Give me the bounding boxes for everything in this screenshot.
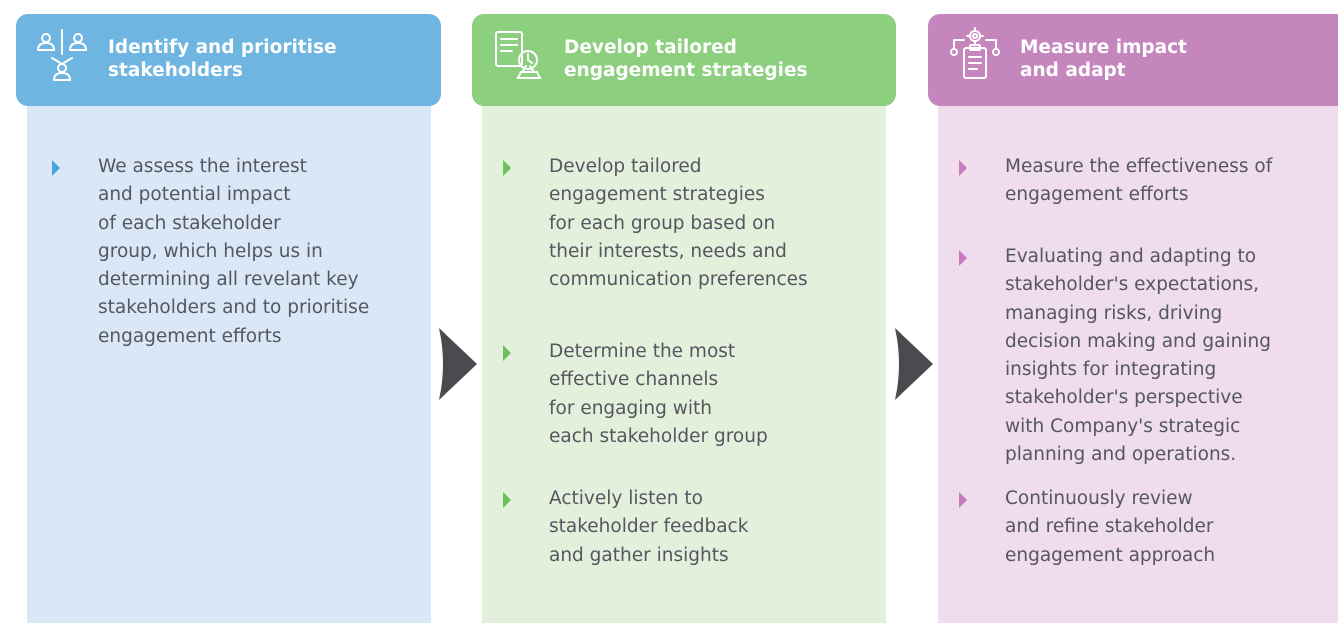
strategy-document-icon bbox=[490, 26, 548, 84]
chevron-right-icon bbox=[437, 328, 477, 400]
bullet-arrow-icon bbox=[503, 492, 511, 508]
item-text: We assess the interest and potential imp… bbox=[98, 156, 370, 347]
step-3-panel: Measure the effectiveness of engagement … bbox=[938, 105, 1338, 623]
bullet-arrow-icon bbox=[959, 492, 967, 508]
chevron-right-icon bbox=[893, 328, 933, 400]
step-2-panel: Develop tailored engagement strategies f… bbox=[482, 105, 886, 623]
step-3-title: Measure impact and adapt bbox=[1020, 37, 1187, 81]
step-3-header: Measure impact and adapt bbox=[928, 14, 1338, 106]
bullet-arrow-icon bbox=[503, 160, 511, 176]
bullet-arrow-icon bbox=[959, 160, 967, 176]
step-1-header: Identify and prioritise stakeholders bbox=[16, 14, 441, 106]
step-1-title: Identify and prioritise stakeholders bbox=[108, 37, 337, 81]
step-1-panel: We assess the interest and potential imp… bbox=[27, 105, 431, 623]
item-text: Measure the effectiveness of engagement … bbox=[1005, 156, 1273, 206]
bullet-arrow-icon bbox=[503, 345, 511, 361]
item-text: Evaluating and adapting to stakeholder's… bbox=[1005, 246, 1271, 466]
step-2-header: Develop tailored engagement strategies bbox=[472, 14, 896, 106]
item-text: Determine the most effective channels fo… bbox=[549, 341, 768, 447]
bullet-arrow-icon bbox=[959, 250, 967, 266]
step-2-title: Develop tailored engagement strategies bbox=[564, 37, 808, 81]
bullet-arrow-icon bbox=[52, 160, 60, 176]
item-text: Continuously review and refine stakehold… bbox=[1005, 488, 1216, 566]
stakeholders-icon bbox=[34, 26, 92, 84]
item-text: Develop tailored engagement strategies f… bbox=[549, 156, 808, 291]
item-text: Actively listen to stakeholder feedback … bbox=[549, 488, 749, 566]
clipboard-gear-icon bbox=[946, 26, 1004, 84]
